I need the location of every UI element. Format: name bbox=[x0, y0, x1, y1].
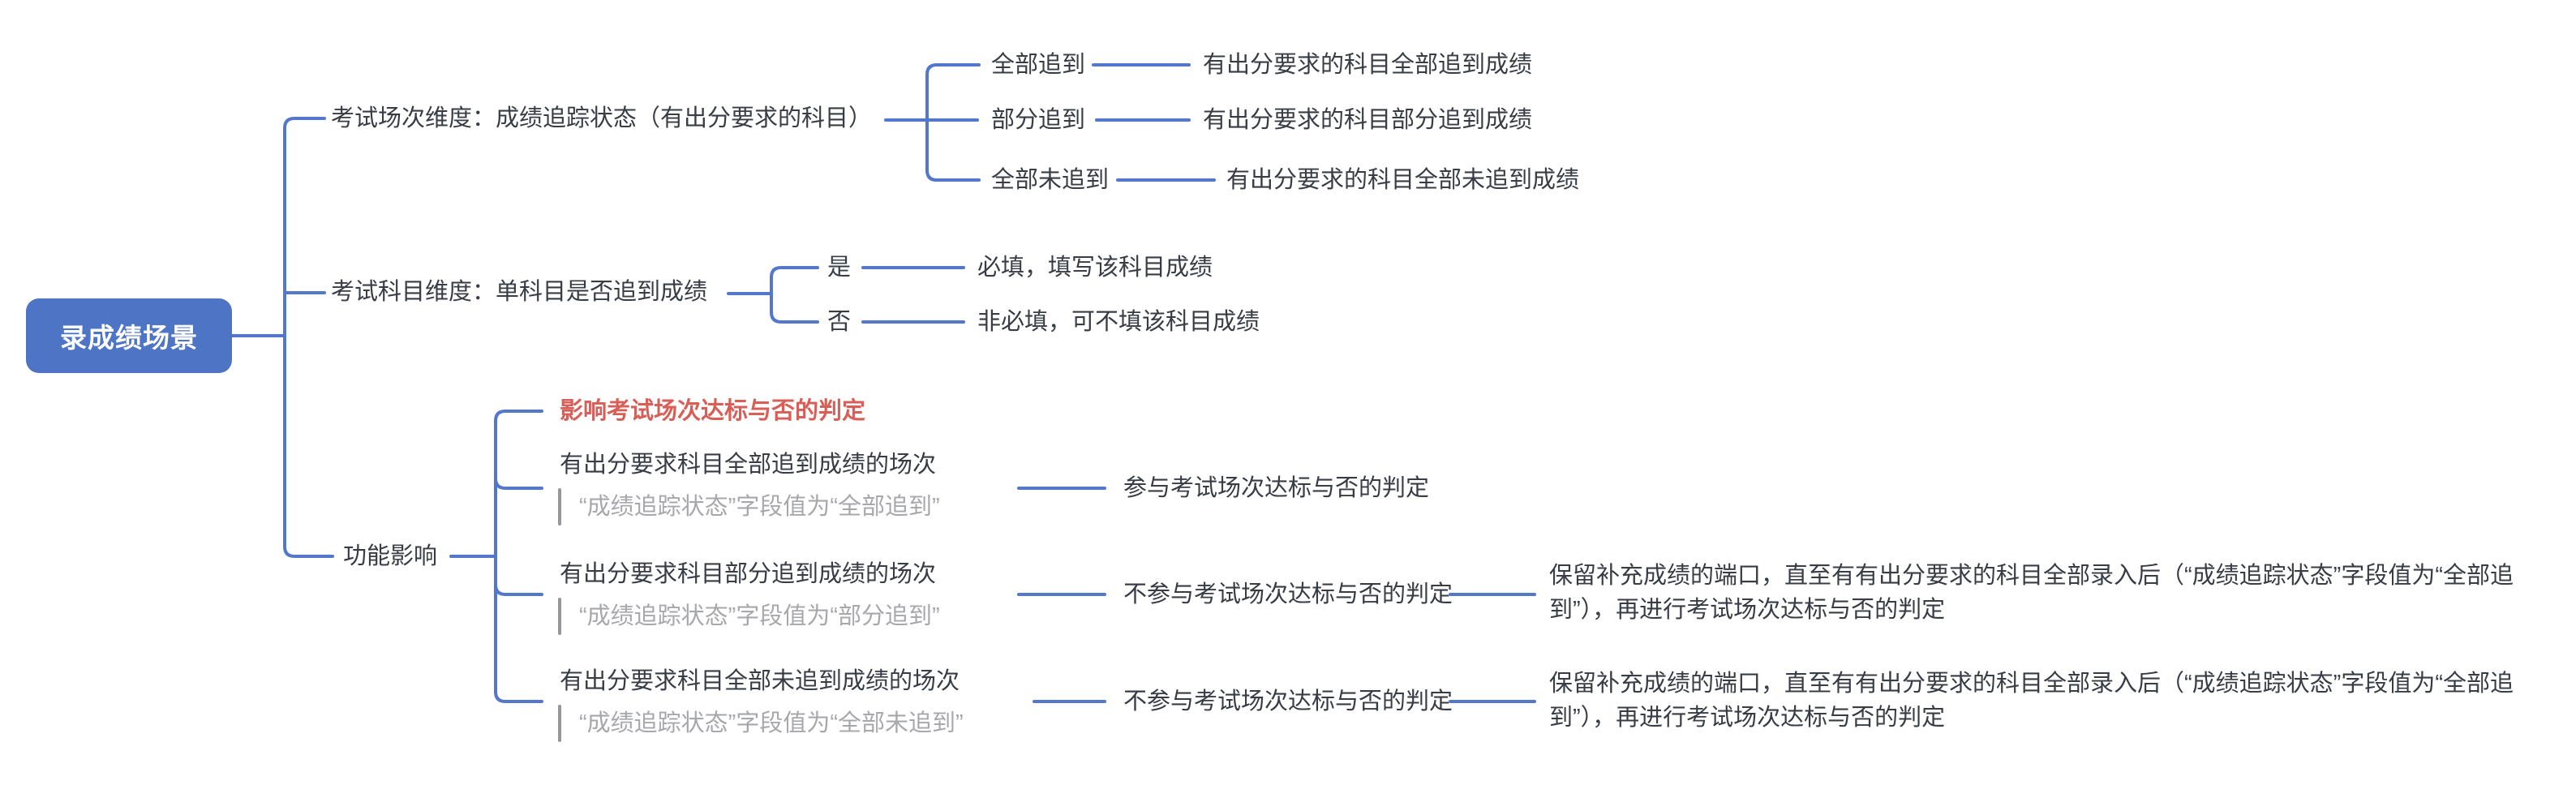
leaf-partially-tracked-desc[interactable]: 有出分要求的科目部分追到成绩 bbox=[1203, 107, 1533, 133]
root-node[interactable]: 录成绩场景 bbox=[26, 298, 232, 373]
node-yes[interactable]: 是 bbox=[827, 255, 852, 281]
node-exam-subject-dimension[interactable]: 考试科目维度：单科目是否追到成绩 bbox=[331, 279, 708, 305]
leaf-participates-judgement[interactable]: 参与考试场次达标与否的判定 bbox=[1123, 475, 1430, 501]
leaf-all-tracked-desc[interactable]: 有出分要求的科目全部追到成绩 bbox=[1203, 52, 1533, 78]
quote-bar bbox=[558, 488, 561, 525]
note-status-all-tracked: “成绩追踪状态”字段值为“全部追到” bbox=[579, 494, 940, 520]
node-function-impact[interactable]: 功能影响 bbox=[343, 543, 438, 569]
node-session-partially-tracked[interactable]: 有出分要求科目部分追到成绩的场次 bbox=[560, 561, 937, 587]
node-none-tracked[interactable]: 全部未追到 bbox=[991, 167, 1110, 193]
node-all-tracked[interactable]: 全部追到 bbox=[991, 52, 1086, 78]
note-status-partially-tracked: “成绩追踪状态”字段值为“部分追到” bbox=[579, 603, 940, 629]
leaf-optional-fill[interactable]: 非必填，可不填该科目成绩 bbox=[977, 309, 1260, 335]
quote-bar bbox=[558, 598, 561, 635]
detail-keep-port-1[interactable]: 保留补充成绩的端口，直至有有出分要求的科目全部录入后（“成绩追踪状态”字段值为“… bbox=[1549, 563, 2514, 623]
node-partially-tracked[interactable]: 部分追到 bbox=[991, 107, 1086, 133]
leaf-not-participates-judgement-2[interactable]: 不参与考试场次达标与否的判定 bbox=[1123, 688, 1453, 714]
node-exam-session-dimension[interactable]: 考试场次维度：成绩追踪状态（有出分要求的科目） bbox=[331, 105, 873, 131]
note-status-none-tracked: “成绩追踪状态”字段值为“全部未追到” bbox=[579, 710, 964, 736]
node-session-all-tracked[interactable]: 有出分要求科目全部追到成绩的场次 bbox=[560, 452, 937, 478]
leaf-required-fill[interactable]: 必填，填写该科目成绩 bbox=[977, 255, 1213, 281]
detail-keep-port-2[interactable]: 保留补充成绩的端口，直至有有出分要求的科目全部录入后（“成绩追踪状态”字段值为“… bbox=[1549, 671, 2514, 731]
quote-bar bbox=[558, 705, 561, 742]
leaf-not-participates-judgement-1[interactable]: 不参与考试场次达标与否的判定 bbox=[1123, 581, 1453, 607]
node-no[interactable]: 否 bbox=[827, 309, 852, 335]
node-session-none-tracked[interactable]: 有出分要求科目全部未追到成绩的场次 bbox=[560, 668, 960, 694]
node-impact-judgement-red[interactable]: 影响考试场次达标与否的判定 bbox=[560, 398, 866, 424]
leaf-none-tracked-desc[interactable]: 有出分要求的科目全部未追到成绩 bbox=[1226, 167, 1580, 193]
